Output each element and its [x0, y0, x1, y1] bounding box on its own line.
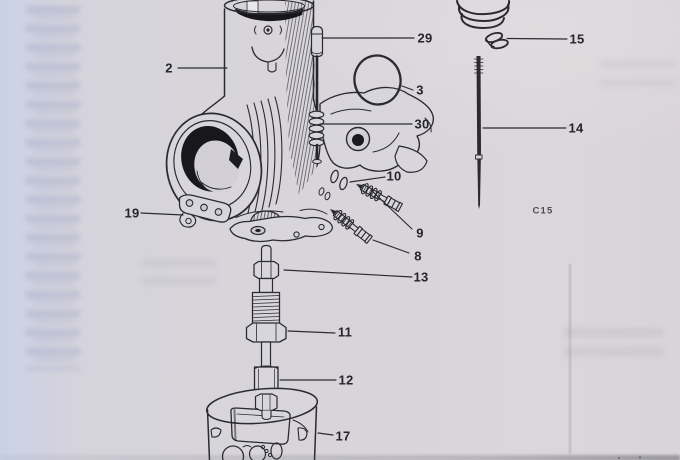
screw-with-spring-lower-drawing: [326, 204, 374, 245]
washers-drawing: [318, 169, 348, 201]
o-ring-drawing: [353, 54, 402, 106]
needle-clip-drawing: [484, 31, 509, 50]
callout-8: 8: [414, 248, 422, 264]
jet-needle-drawing: [474, 56, 484, 209]
callout-29: 29: [417, 30, 433, 46]
callout-19: 19: [124, 205, 140, 221]
jet-nub-drawing: [254, 393, 278, 421]
callout-14: 14: [568, 120, 584, 136]
callout-15: 15: [569, 31, 585, 47]
callout-17: 17: [335, 428, 351, 444]
page-edge-shadow: [0, 455, 680, 460]
page-speck: [638, 456, 642, 459]
bellmouth-drawing: [165, 112, 263, 222]
callout-10: 10: [386, 168, 402, 184]
callout-12: 12: [338, 372, 354, 388]
screw-with-spring-upper-drawing: [352, 178, 404, 214]
pin-and-spring-drawing: [308, 25, 325, 164]
leader-lines: [140, 37, 568, 436]
callout-30: 30: [414, 116, 430, 132]
body-arm-drawing: [319, 86, 435, 173]
mounting-flange-drawing: [178, 194, 232, 228]
main-jet-drawing: [253, 341, 279, 397]
callout-9: 9: [416, 225, 424, 241]
callout-11: 11: [337, 324, 353, 340]
callout-13: 13: [413, 269, 429, 285]
callout-2: 2: [165, 60, 173, 76]
jet-holder-drawing: [253, 244, 280, 294]
needle-jet-drawing: [245, 291, 287, 343]
callout-3: 3: [416, 82, 424, 98]
throttle-spring-drawing: [456, 0, 511, 29]
gasket-drawing: [229, 208, 333, 243]
page-speck: [618, 457, 620, 459]
figure-code-label: C15: [532, 205, 554, 217]
